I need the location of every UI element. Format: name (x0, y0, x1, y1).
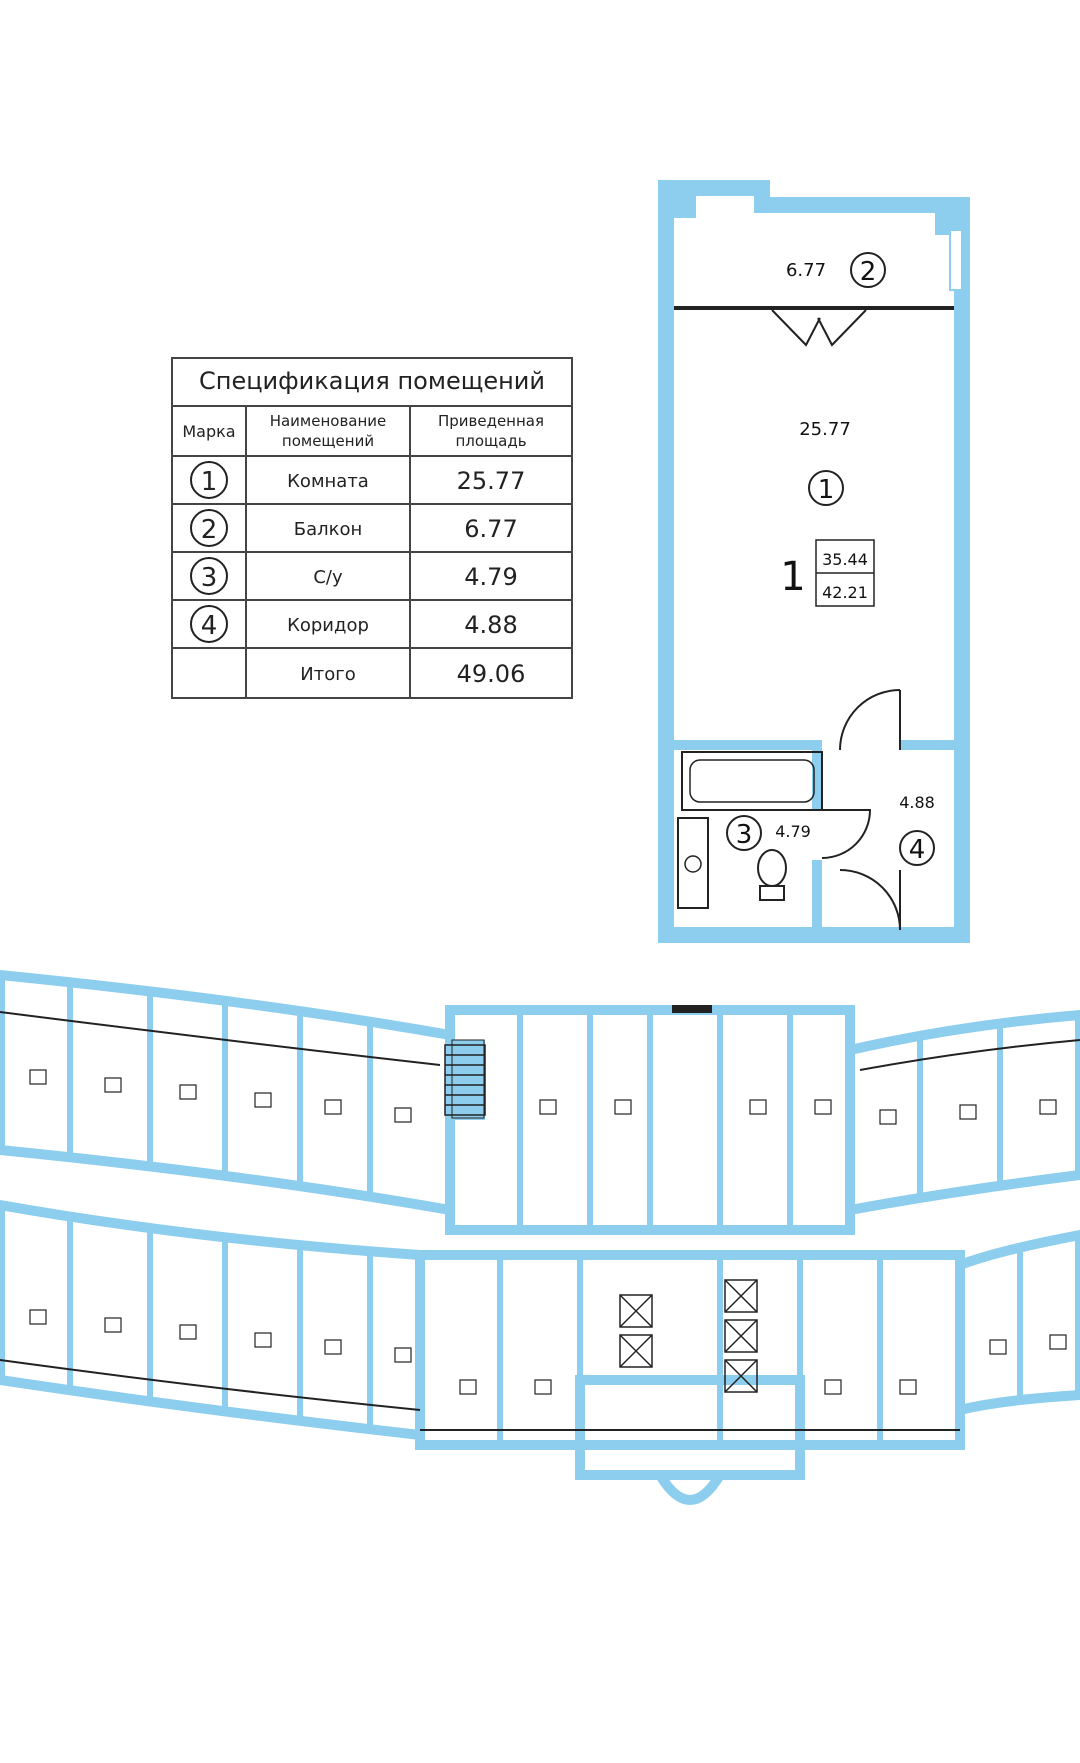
spec-row-4-area: 4.88 (464, 611, 517, 639)
summary-rooms: 1 (780, 554, 805, 600)
summary-living-area: 35.44 (822, 550, 868, 569)
building-floor-plan (0, 969, 1080, 1505)
spec-table: Спецификация помещений Марка Наименовани… (171, 357, 573, 699)
spec-row-1-name: Комната (287, 471, 369, 492)
room-mark: 1 (818, 475, 835, 505)
spec-row-1-area: 25.77 (457, 467, 526, 495)
balcony-mark: 2 (860, 257, 877, 287)
spec-row-2-area: 6.77 (464, 515, 517, 543)
header-area-line1: Приведенная (438, 412, 544, 430)
spec-table-title: Спецификация помещений (199, 367, 545, 395)
bathroom-area: 4.79 (775, 822, 811, 841)
header-area-line2: площадь (455, 432, 526, 450)
balcony-area: 6.77 (786, 260, 826, 281)
apartment-summary: 1 35.44 42.21 (780, 539, 875, 607)
bathroom-mark: 3 (736, 820, 753, 850)
header-name-line1: Наименование (270, 412, 387, 430)
spec-row-4-name: Коридор (287, 615, 369, 636)
spec-row-2-name: Балкон (294, 519, 363, 540)
spec-row-2-mark: 2 (201, 515, 218, 545)
spec-row-3-mark: 3 (201, 563, 218, 593)
spec-row-3-area: 4.79 (464, 563, 517, 591)
header-name-line2: помещений (282, 432, 374, 450)
spec-row-4-mark: 4 (201, 611, 218, 641)
spec-total-name: Итого (300, 664, 355, 685)
header-mark: Марка (182, 422, 235, 441)
room-area: 25.77 (799, 419, 851, 440)
spec-total-area: 49.06 (457, 660, 526, 688)
corridor-area: 4.88 (899, 793, 935, 812)
summary-total-area: 42.21 (822, 583, 868, 602)
corridor-mark: 4 (909, 835, 926, 865)
apartment-plan: 6.77 2 25.77 1 1 35.44 42.21 (658, 180, 970, 943)
spec-row-1-mark: 1 (201, 467, 218, 497)
spec-row-3-name: С/у (313, 567, 343, 588)
